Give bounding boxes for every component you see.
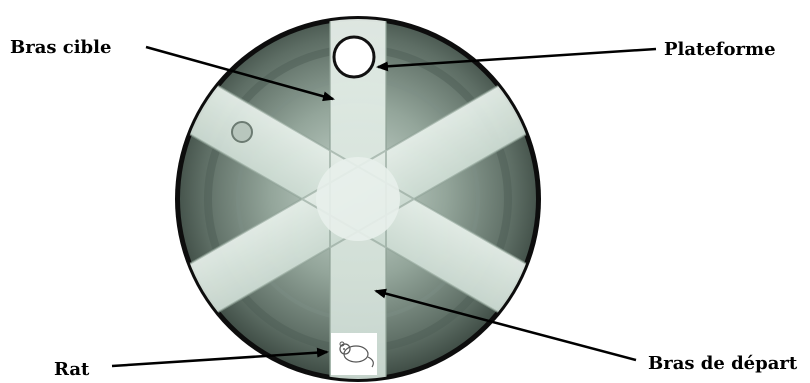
label-target-arm: Bras cible <box>10 37 111 58</box>
label-platform: Plateforme <box>664 39 776 60</box>
rat-icon <box>331 333 377 375</box>
platform-circle <box>334 37 374 77</box>
label-start-arm: Bras de départ <box>648 353 798 374</box>
label-rat: Rat <box>54 359 90 380</box>
